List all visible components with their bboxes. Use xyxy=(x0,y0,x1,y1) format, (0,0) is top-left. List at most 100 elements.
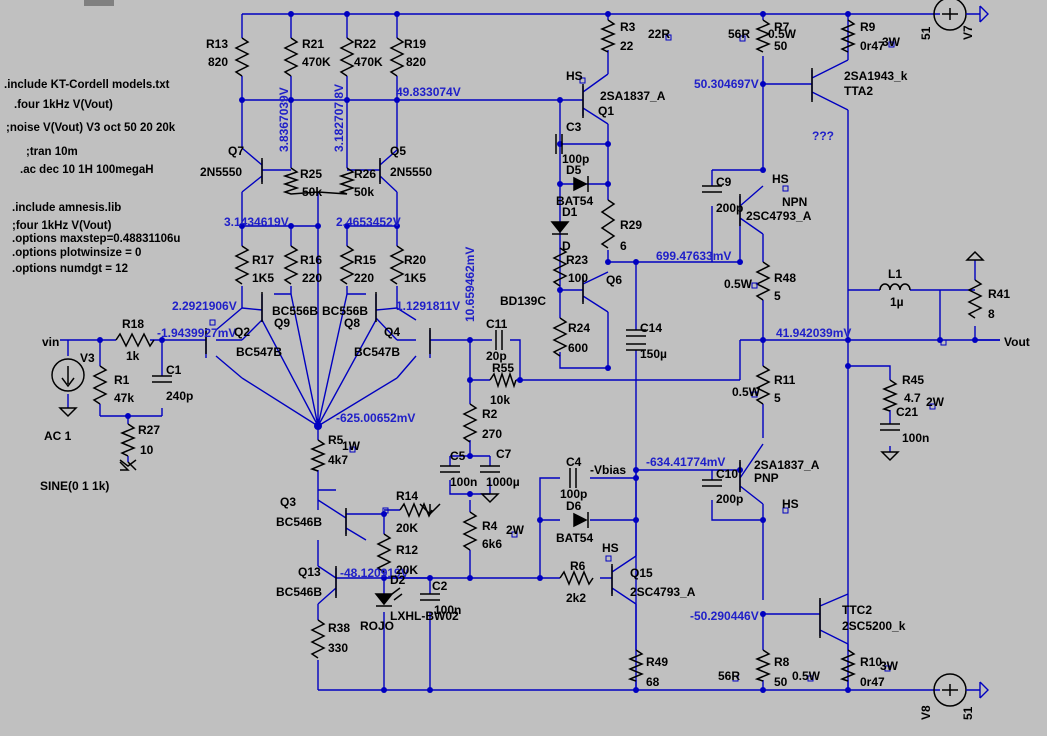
voltage-label: 3.1434619V xyxy=(224,215,289,229)
component-ref: R13 xyxy=(206,37,228,51)
ground-symbols xyxy=(58,250,985,516)
component-value: 20K xyxy=(396,521,418,535)
source-label: V7 xyxy=(961,25,975,40)
component-value: 600 xyxy=(568,341,588,355)
transistor-symbols xyxy=(205,68,821,638)
directive: .options maxstep=0.48831106u xyxy=(12,233,180,245)
voltage-label: 2.2921906V xyxy=(172,299,237,313)
component-labels: R13 820 R21 470K R22 470K R19 820 R3 22 … xyxy=(80,20,1010,689)
question-marks: ??? xyxy=(812,129,834,143)
component-value: BC556B xyxy=(322,304,368,318)
component-ref: C10 xyxy=(716,467,738,481)
power-rating: 0.5W xyxy=(732,385,761,399)
component-value: ROJO xyxy=(360,619,394,633)
component-value: 100n xyxy=(434,603,461,617)
sources xyxy=(51,0,989,707)
component-value: 2SA1837_A xyxy=(600,89,666,103)
power-rating: 3W xyxy=(882,35,901,49)
voltage-label: 3.8367039V xyxy=(277,87,291,152)
component-value: 820 xyxy=(208,55,228,69)
component-value: 22 xyxy=(620,39,634,53)
note-56r: 56R xyxy=(718,669,740,683)
component-ref: R5 xyxy=(328,433,344,447)
component-value: 1µ xyxy=(890,295,904,309)
component-ref: TTA2 xyxy=(844,84,873,98)
component-value: 6k6 xyxy=(482,537,502,551)
component-value: 4k7 xyxy=(328,453,348,467)
component-ref: C5 xyxy=(450,449,466,463)
power-rating: 1W xyxy=(342,439,361,453)
component-value: 50k xyxy=(302,185,322,199)
component-value: 100 xyxy=(568,271,588,285)
component-ref: C7 xyxy=(496,447,512,461)
component-value: 1K5 xyxy=(252,271,274,285)
note-22r: 22R xyxy=(648,27,670,41)
component-value: BC547B xyxy=(236,345,282,359)
component-value: 1k xyxy=(126,349,140,363)
voltage-label: 3.182707 8V xyxy=(332,84,346,152)
heatsink-label: HS xyxy=(566,69,583,83)
component-ref: R48 xyxy=(774,271,796,285)
component-value: 200p xyxy=(716,201,743,215)
voltage-label: 50.304697V xyxy=(694,77,759,91)
component-value: 50 xyxy=(774,39,788,53)
component-ref: R21 xyxy=(302,37,324,51)
power-rating: 2W xyxy=(926,395,945,409)
component-value: 2SA1837_A xyxy=(754,458,820,472)
component-value: 240p xyxy=(166,389,193,403)
component-ref: R26 xyxy=(354,167,376,181)
component-value: 220 xyxy=(302,271,322,285)
power-rating: 0.5W xyxy=(792,669,821,683)
component-value: 2SC4793_A xyxy=(630,585,696,599)
directive: .four 1kHz V(Vout) xyxy=(14,99,113,111)
component-ref: R55 xyxy=(492,361,514,375)
component-ref: R3 xyxy=(620,20,636,34)
component-value: 2k2 xyxy=(566,591,586,605)
heatsink-label: HS xyxy=(772,172,789,186)
component-value: BC546B xyxy=(276,585,322,599)
component-ref: D1 xyxy=(562,205,578,219)
component-ref: D6 xyxy=(566,499,582,513)
component-value: 1K5 xyxy=(404,271,426,285)
component-ref: NPN xyxy=(782,195,807,209)
component-value: 470K xyxy=(302,55,331,69)
power-rating: 2W xyxy=(506,523,525,537)
component-value: 6 xyxy=(620,239,627,253)
component-ref: R23 xyxy=(566,253,588,267)
voltage-label: -634.41774mV xyxy=(646,455,725,469)
diode-symbols xyxy=(374,176,589,607)
component-ref: Q2 xyxy=(234,325,250,339)
wires xyxy=(60,13,1000,691)
component-ref: Q3 xyxy=(280,495,296,509)
voltage-label: 699.47633mV xyxy=(656,249,731,263)
inductor-symbol xyxy=(879,283,911,291)
component-value: 100p xyxy=(562,152,589,166)
input-net-label: vin xyxy=(42,335,59,349)
component-ref: C9 xyxy=(716,175,732,189)
misc-labels: vin Vout AC 1 SINE(0 1 1k) -Vbias ??? 22… xyxy=(40,25,1030,720)
component-ref: R1 xyxy=(114,373,130,387)
component-ref: R25 xyxy=(300,167,322,181)
component-value: 50k xyxy=(354,185,374,199)
component-value: 2N5550 xyxy=(200,165,242,179)
component-value: 270 xyxy=(482,427,502,441)
component-ref: R2 xyxy=(482,407,498,421)
component-value: 20p xyxy=(486,349,507,363)
source-value: 51 xyxy=(919,26,933,40)
component-value: 0r47 xyxy=(860,675,885,689)
component-value: BC546B xyxy=(276,515,322,529)
component-value: 10k xyxy=(490,393,510,407)
component-value: 20K xyxy=(396,563,418,577)
component-ref: C11 xyxy=(486,317,508,331)
power-rating: 3W xyxy=(880,659,899,673)
power-rating: 0.5W xyxy=(768,27,797,41)
voltage-label: 49.833074V xyxy=(396,85,461,99)
component-value: 5 xyxy=(774,289,781,303)
directive: .options plotwinsize = 0 xyxy=(12,247,141,259)
component-value: BAT54 xyxy=(556,531,593,545)
component-ref: R22 xyxy=(354,37,376,51)
directive: .options numdgt = 12 xyxy=(12,263,128,275)
vbias-label: -Vbias xyxy=(590,463,626,477)
